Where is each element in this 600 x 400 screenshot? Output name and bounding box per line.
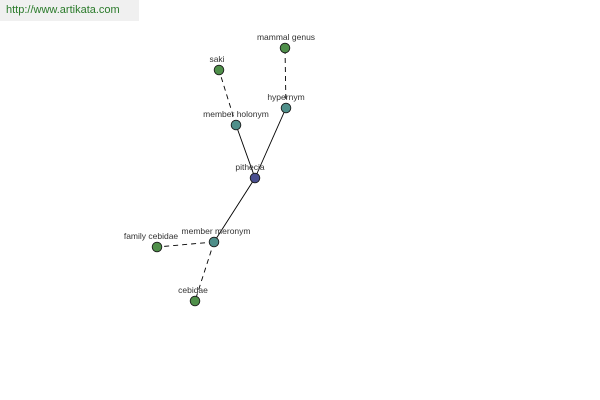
node-member-holonym[interactable]: member holonym [203, 109, 269, 131]
edge-pithecia-to-hypernym [254, 107, 287, 179]
node-marker-member-holonym[interactable] [230, 119, 242, 131]
edge-pithecia-to-member-meronym [213, 177, 256, 243]
node-marker-saki[interactable] [213, 64, 225, 76]
node-label-saki[interactable]: saki [209, 54, 224, 64]
node-saki[interactable]: saki [209, 54, 225, 76]
node-label-family-cebidae[interactable]: family cebidae [124, 231, 179, 241]
node-marker-mammal-genus[interactable] [279, 42, 291, 54]
node-pithecia[interactable]: pithecia [235, 162, 265, 184]
node-label-member-meronym[interactable]: member meronym [182, 226, 251, 236]
node-label-pithecia[interactable]: pithecia [235, 162, 265, 172]
node-mammal-genus[interactable]: mammal genus [257, 32, 315, 54]
node-label-mammal-genus[interactable]: mammal genus [257, 32, 315, 42]
edge-member-meronym-to-family-cebidae [156, 241, 215, 248]
node-marker-hypernym[interactable] [280, 102, 292, 114]
watermark-url[interactable]: http://www.artikata.com [0, 0, 139, 21]
edge-member-meronym-to-cebidae [194, 241, 215, 302]
edge-hypernym-to-mammal-genus [284, 47, 287, 109]
node-member-meronym[interactable]: member meronym [182, 226, 251, 248]
node-label-cebidae[interactable]: cebidae [178, 285, 208, 295]
graph-edges [156, 47, 287, 302]
graph-nodes: pithecia member holonym hypernym member mer… [124, 32, 315, 307]
node-label-member-holonym[interactable]: member holonym [203, 109, 269, 119]
node-marker-family-cebidae[interactable] [151, 241, 163, 253]
node-family-cebidae[interactable]: family cebidae [124, 231, 179, 253]
node-marker-cebidae[interactable] [189, 295, 201, 307]
node-marker-pithecia[interactable] [249, 172, 261, 184]
node-label-hypernym[interactable]: hypernym [267, 92, 304, 102]
node-marker-member-meronym[interactable] [208, 236, 220, 248]
node-cebidae[interactable]: cebidae [178, 285, 208, 307]
node-hypernym[interactable]: hypernym [267, 92, 305, 114]
edge-pithecia-to-member-holonym [235, 124, 256, 179]
edge-member-holonym-to-saki [218, 69, 237, 126]
